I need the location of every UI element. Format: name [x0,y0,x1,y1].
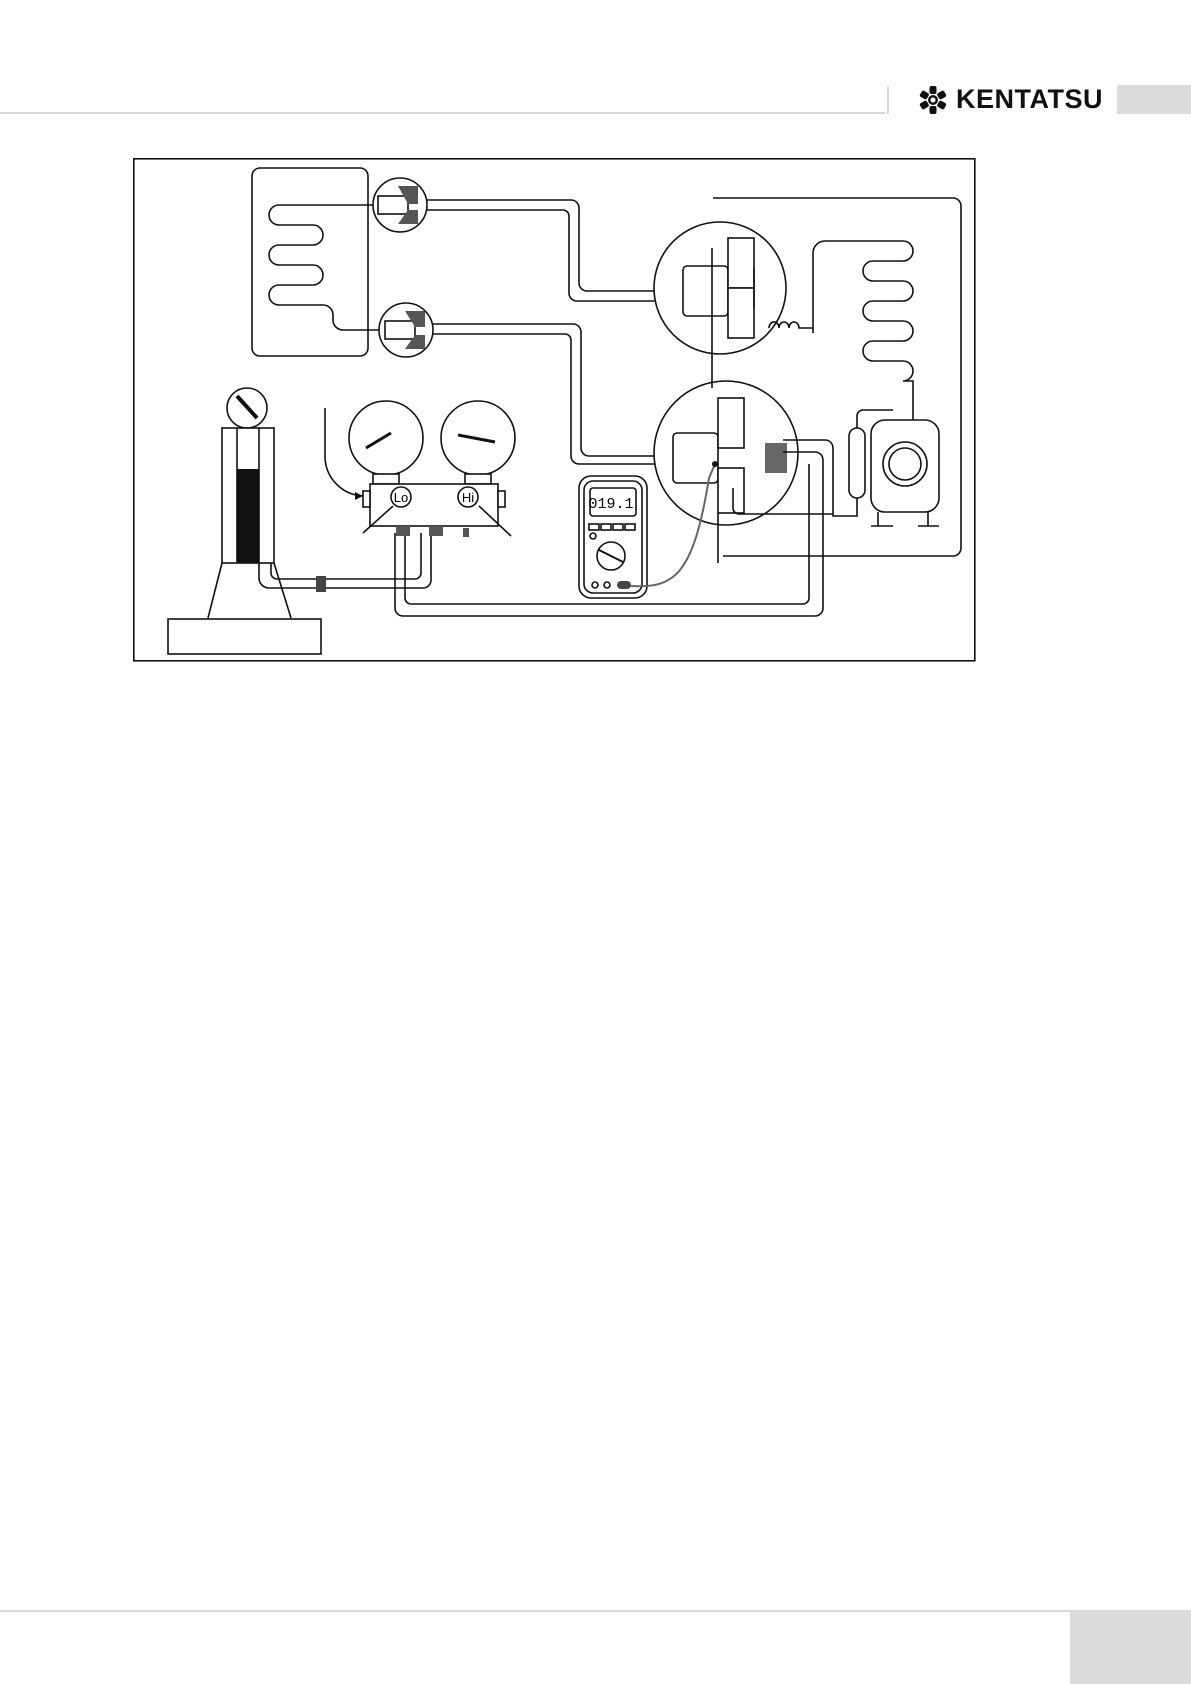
low-pressure-gauge [349,401,423,475]
multimeter: 019.1 [579,476,647,598]
header-tab [1117,85,1191,114]
compressor [871,420,939,512]
accumulator [849,428,865,498]
scale-platform [168,619,321,654]
header-separator [887,86,889,114]
low-valve-label: Lo [394,490,408,505]
service-port-hatch [765,443,787,473]
footer-tab [1070,1610,1191,1684]
brand-logo: KENTATSU [918,84,1103,115]
manifold-body [370,484,498,526]
indoor-unit [252,168,368,356]
multimeter-display: 019.1 [588,496,633,513]
indoor-coil [269,205,393,330]
outdoor-coil [813,241,913,420]
liquid-line [427,200,683,301]
refrigerant-charging-diagram: Lo Hi 019.1 [133,158,976,662]
brand-name: KENTATSU [956,84,1103,115]
footer-rule [0,1610,1070,1612]
refrigerant-level [237,469,259,563]
header-rule [0,112,885,114]
kentatsu-flower-logo-icon [918,85,948,115]
high-valve-label: Hi [462,490,474,505]
